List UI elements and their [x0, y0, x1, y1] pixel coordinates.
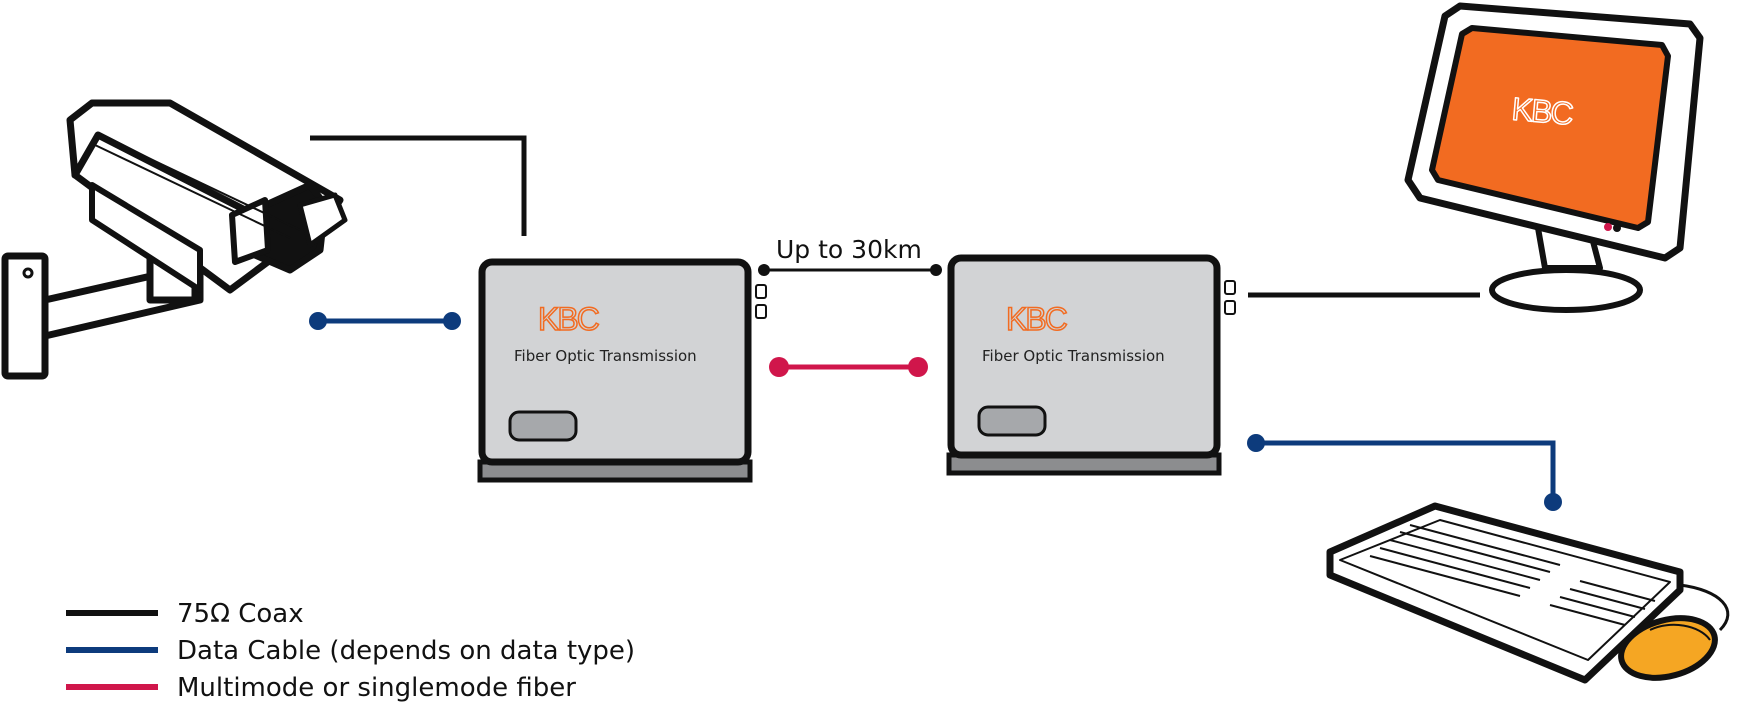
transmitter-unit: KBC Fiber Optic Transmission — [477, 258, 767, 483]
unit-label: Fiber Optic Transmission — [982, 347, 1165, 365]
monitor-icon: KBC — [1404, 2, 1704, 313]
fiber-link — [769, 357, 928, 377]
camera-icon — [1, 99, 348, 380]
distance-link: Up to 30km — [758, 235, 942, 276]
keyboard-icon — [1326, 502, 1730, 684]
monitor-logo: KBC — [1510, 91, 1574, 132]
unit-label: Fiber Optic Transmission — [514, 347, 697, 365]
legend-fiber: Multimode or singlemode fiber — [177, 673, 576, 703]
legend-coax: 75Ω Coax — [177, 599, 304, 629]
data-cable-keyboard-link — [1247, 434, 1562, 511]
unit-logo: KBC — [538, 301, 599, 337]
legend: 75Ω Coax Data Cable (depends on data typ… — [66, 599, 635, 703]
coax-camera-link — [310, 135, 527, 236]
data-cable-camera-link — [309, 312, 461, 330]
receiver-unit: KBC Fiber Optic Transmission — [946, 254, 1236, 476]
unit-logo: KBC — [1006, 301, 1067, 337]
mouse-icon — [1618, 615, 1718, 681]
distance-label: Up to 30km — [776, 235, 922, 264]
legend-data: Data Cable (depends on data type) — [177, 636, 635, 666]
